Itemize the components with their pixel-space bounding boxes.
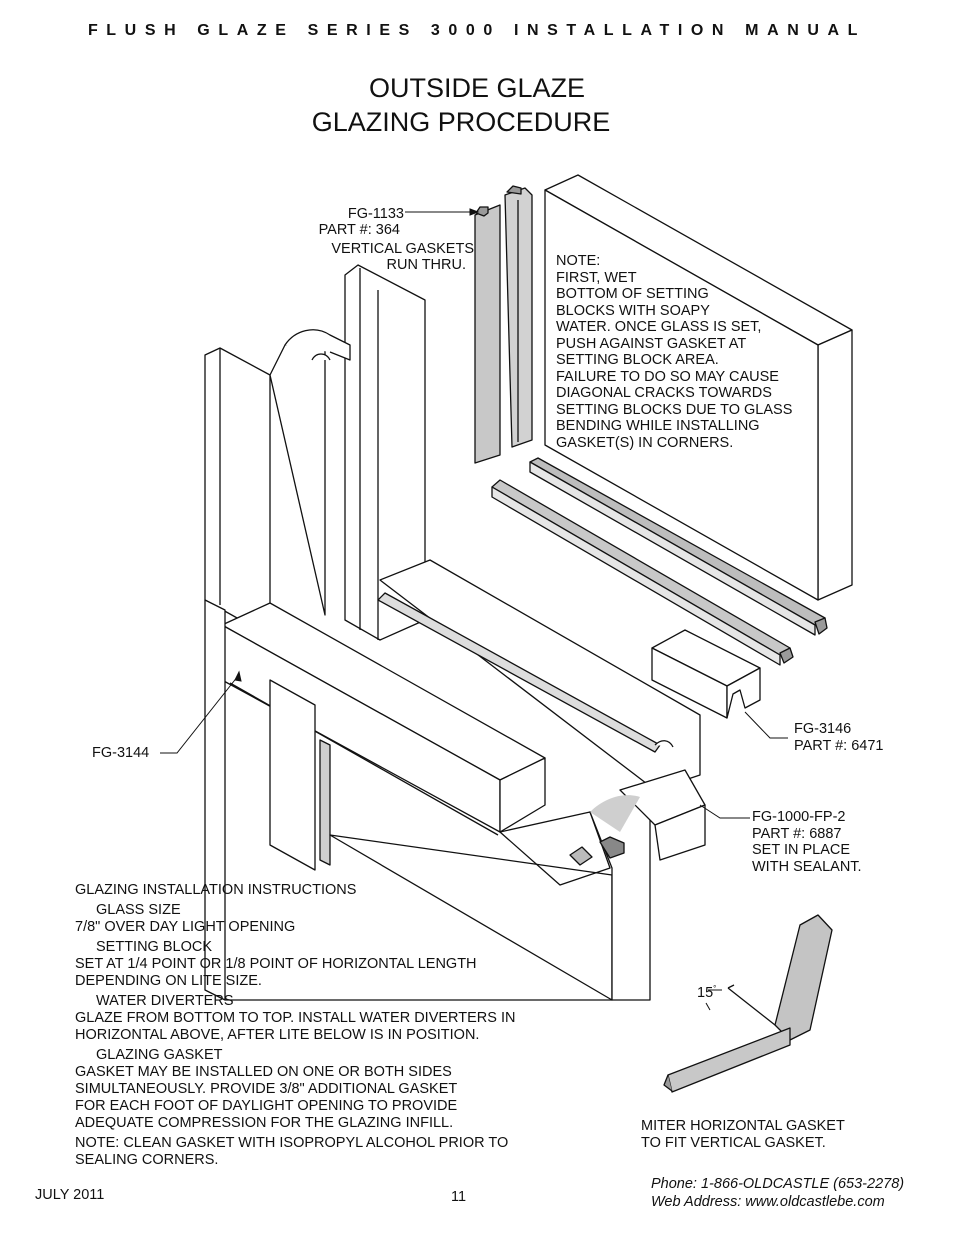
miter-caption-line2: TO FIT VERTICAL GASKET. (641, 1134, 826, 1151)
callout-fg1000-line2: PART #: 6887 (752, 825, 842, 842)
callout-fg3146: FG-3146 PART #: 6471 (794, 721, 883, 754)
callout-fg3144: FG-3144 (92, 745, 150, 761)
footer-phone: Phone: 1-866-OLDCASTLE (653-2278) (651, 1176, 905, 1192)
note-line: DIAGONAL CRACKS TOWARDS (556, 385, 772, 401)
page-title-line2: GLAZING PROCEDURE (311, 107, 611, 137)
glazing-instructions: GLAZING INSTALLATION INSTRUCTIONS GLASS … (75, 882, 515, 1169)
callout-fg1000: FG-1000-FP-2 PART #: 6887 SET IN PLACE W… (752, 809, 862, 875)
miter-angle-label: 15° (697, 984, 717, 1001)
miter-caption-line1: MITER HORIZONTAL GASKET (641, 1118, 845, 1134)
callout-fg1000-line3: SET IN PLACE (752, 842, 851, 858)
miter-detail (663, 914, 833, 1093)
callout-fg1000-line4: WITH SEALANT. (752, 858, 862, 875)
callout-fg3146-line1: FG-3146 (794, 721, 852, 737)
callout-fg1000-line1: FG-1000-FP-2 (752, 809, 846, 825)
setting-block-text: SET AT 1/4 POINT OR 1/8 POINT OF HORIZON… (75, 956, 477, 972)
instructions-heading: GLAZING INSTALLATION INSTRUCTIONS (75, 882, 357, 898)
leader-lines (160, 208, 788, 1011)
glazing-gasket-text: SIMULTANEOUSLY. PROVIDE 3/8" ADDITIONAL … (75, 1081, 458, 1097)
note-line: FIRST, WET (556, 269, 637, 286)
note-line: GASKET(S) IN CORNERS. (556, 434, 734, 451)
glazing-gasket-text: GASKET MAY BE INSTALLED ON ONE OR BOTH S… (75, 1064, 452, 1080)
horizontal-sill (204, 559, 701, 1001)
glazing-gasket-text: ADEQUATE COMPRESSION FOR THE GLAZING INF… (75, 1115, 454, 1131)
note-line: BENDING WHILE INSTALLING (556, 418, 760, 434)
note-line: NOTE: (556, 253, 601, 269)
vertical-mullion (204, 264, 426, 641)
footer-web: Web Address: www.oldcastlebe.com (651, 1194, 885, 1210)
water-diverter-fg1000 (590, 769, 706, 861)
callout-fg1133-line3: VERTICAL GASKETS (331, 241, 474, 257)
note-line: BOTTOM OF SETTING (556, 286, 709, 302)
manual-header: FLUSH GLAZE SERIES 3000 INSTALLATION MAN… (87, 22, 867, 39)
horizontal-gaskets (491, 457, 828, 666)
note-line: SETTING BLOCKS DUE TO GLASS (556, 401, 793, 418)
setting-block-text: DEPENDING ON LITE SIZE. (75, 973, 262, 989)
note-line: PUSH AGAINST GASKET AT (556, 335, 747, 352)
note-line: FAILURE TO DO SO MAY CAUSE (556, 368, 779, 385)
setting-block-fg3146 (651, 629, 761, 719)
footer-date: JULY 2011 (35, 1187, 105, 1203)
contact-info: Phone: 1-866-OLDCASTLE (653-2278) Web Ad… (651, 1175, 904, 1211)
note-line: WATER. ONCE GLASS IS SET, (556, 319, 762, 335)
cleaning-note: NOTE: CLEAN GASKET WITH ISOPROPYL ALCOHO… (75, 1135, 509, 1151)
water-diverters-title: WATER DIVERTERS (96, 993, 234, 1009)
miter-caption: MITER HORIZONTAL GASKET TO FIT VERTICAL … (641, 1118, 845, 1151)
water-diverters-text: GLAZE FROM BOTTOM TO TOP. INSTALL WATER … (75, 1010, 516, 1026)
note-line: BLOCKS WITH SOAPY (556, 302, 710, 319)
page-title-line1: OUTSIDE GLAZE (368, 73, 586, 103)
callout-fg3146-line2: PART #: 6471 (794, 737, 884, 754)
glass-size-text: 7/8" OVER DAY LIGHT OPENING (75, 919, 296, 935)
glazing-gasket-text: FOR EACH FOOT OF DAYLIGHT OPENING TO PRO… (75, 1098, 458, 1114)
callout-fg1133-line1: FG-1133 (347, 206, 404, 222)
callout-fg1133-line2: PART #: 364 (318, 222, 400, 238)
miter-angle-value: 15 (697, 984, 714, 1001)
setting-block-title: SETTING BLOCK (96, 939, 213, 955)
callout-fg1133-line4: RUN THRU. (386, 257, 466, 273)
cleaning-note: SEALING CORNERS. (75, 1152, 219, 1168)
glazing-gasket-title: GLAZING GASKET (96, 1047, 223, 1063)
glass-note: NOTE: FIRST, WET BOTTOM OF SETTING BLOCK… (556, 253, 792, 451)
vertical-gasket-fg1133 (474, 185, 533, 464)
glass-size-title: GLASS SIZE (96, 902, 181, 918)
page-number: 11 (451, 1189, 467, 1205)
glass-lite (544, 174, 853, 601)
note-line: SETTING BLOCK AREA. (556, 352, 719, 368)
water-diverters-text: HORIZONTAL ABOVE, AFTER LITE BELOW IS IN… (75, 1027, 480, 1043)
